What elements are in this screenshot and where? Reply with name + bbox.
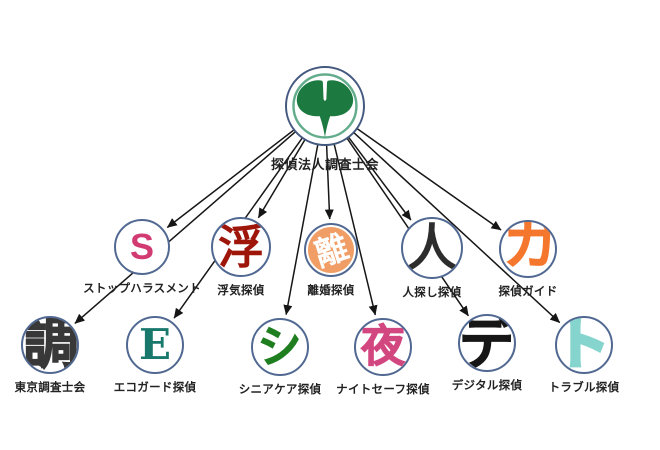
node-label: トラブル探偵 [548, 382, 620, 394]
node-circle: ト [555, 316, 613, 374]
node-ecoguard-tantei[interactable]: E エコガード探偵 [114, 316, 196, 394]
node-glyph: デ [459, 314, 515, 372]
node-label: シニアケア探偵 [238, 384, 322, 396]
node-seniorcare-tantei[interactable]: シ シニアケア探偵 [239, 318, 321, 396]
node-label: 探偵ガイド [498, 286, 558, 298]
node-glyph: E [138, 320, 171, 369]
node-label: ストップハラスメント [83, 283, 201, 295]
node-label: ナイトセーフ探偵 [336, 384, 430, 396]
node-circle: ガ [499, 220, 557, 278]
node-glyph: 夜 [361, 322, 406, 371]
node-digital-tantei[interactable]: デ デジタル探偵 [452, 314, 522, 392]
node-glyph: 人 [407, 218, 457, 277]
node-nightsafe-tantei[interactable]: 夜 ナイトセーフ探偵 [336, 318, 430, 396]
node-circle: デ [458, 314, 516, 372]
node-label: デジタル探偵 [451, 380, 523, 392]
node-rikon-tantei[interactable]: 離 離婚探偵 [304, 223, 358, 297]
node-label: 浮気探偵 [217, 285, 265, 297]
ginkgo-leaf-icon [292, 73, 358, 139]
node-label: 東京調査士会 [14, 382, 86, 394]
node-hitosagashi-tantei[interactable]: 人 人探し探偵 [401, 217, 463, 299]
node-tokyo-chousashikai[interactable]: 調 東京調査士会 [15, 316, 85, 394]
node-glyph: 浮 [218, 220, 264, 274]
node-stop-harassment[interactable]: S ストップハラスメント [83, 219, 201, 295]
edge-line [324, 105, 561, 324]
node-glyph: ガ [504, 220, 557, 275]
node-circle: シ [251, 318, 309, 376]
node-circle: 夜 [354, 318, 412, 376]
node-uwaki-tantei[interactable]: 浮 浮気探偵 [211, 217, 271, 297]
node-glyph: ト [555, 316, 611, 374]
node-label: 探偵法人調査士会 [270, 157, 380, 172]
node-circle: 調 [21, 316, 79, 374]
node-glyph: 調 [23, 316, 79, 374]
edge-line [324, 105, 470, 317]
node-circle: E [126, 316, 184, 374]
node-circle: 浮 [211, 217, 271, 277]
node-circle: 離 [304, 223, 358, 277]
node-circle: 人 [401, 217, 463, 279]
node-disc [308, 227, 354, 273]
node-trouble-tantei[interactable]: ト トラブル探偵 [549, 316, 619, 394]
node-glyph: S [129, 226, 154, 267]
edge-line [74, 105, 326, 324]
node-label: エコガード探偵 [113, 382, 197, 394]
node-glyph: シ [255, 319, 305, 374]
node-label: 離婚探偵 [307, 285, 355, 297]
node-tantei-houjin-chousashikai[interactable]: 探偵法人調査士会 [271, 66, 379, 172]
node-tantei-guide[interactable]: ガ 探偵ガイド [499, 220, 557, 298]
edge-line [173, 105, 326, 319]
node-circle [285, 66, 365, 146]
node-circle: S [114, 219, 170, 275]
node-label: 人探し探偵 [402, 287, 462, 299]
